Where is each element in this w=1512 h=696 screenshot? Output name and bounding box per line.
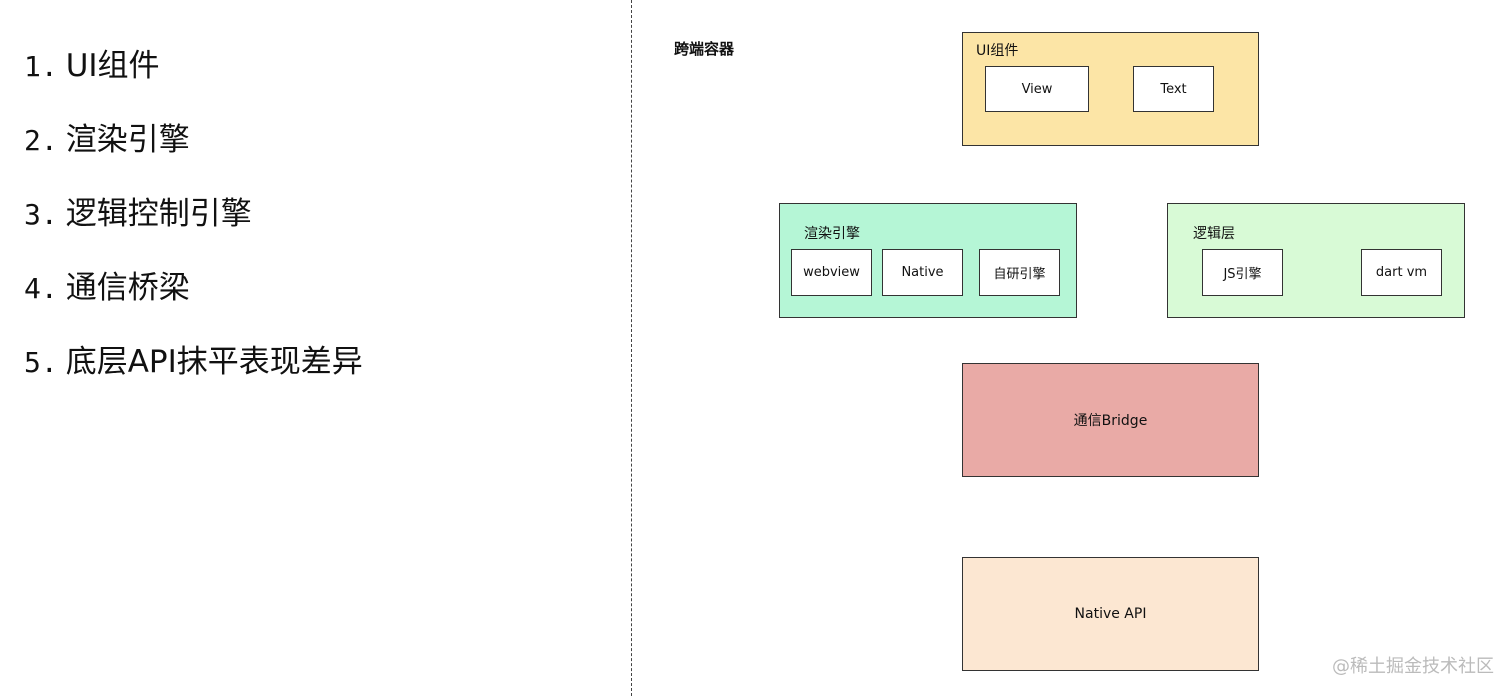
list-number: 5. (24, 346, 58, 379)
render-engine-container: 渲染引擎 webview Native 自研引擎 (779, 203, 1077, 318)
bridge-container: 通信Bridge (962, 363, 1259, 477)
list-item: 4.通信桥梁 (24, 262, 363, 336)
list-number: 2. (24, 124, 58, 157)
list-item: 2.渲染引擎 (24, 114, 363, 188)
list-text: 通信桥梁 (65, 270, 190, 306)
list-number: 4. (24, 272, 58, 305)
native-api-label: Native API (1074, 606, 1147, 622)
view-box: View (985, 66, 1089, 112)
webview-box: webview (791, 249, 872, 296)
list-item: 1.UI组件 (24, 40, 363, 114)
text-box: Text (1133, 66, 1214, 112)
ui-components-container: UI组件 View Text (962, 32, 1259, 146)
bridge-label: 通信Bridge (1073, 413, 1148, 429)
dart-vm-box: dart vm (1361, 249, 1442, 296)
list-number: 3. (24, 198, 58, 231)
logic-layer-container: 逻辑层 JS引擎 dart vm (1167, 203, 1465, 318)
list-item: 3.逻辑控制引擎 (24, 188, 363, 262)
diagram-title: 跨端容器 (674, 40, 735, 58)
feature-list: 1.UI组件 2.渲染引擎 3.逻辑控制引擎 4.通信桥梁 5.底层API抹平表… (24, 40, 363, 410)
dashed-divider (631, 0, 632, 696)
native-api-container: Native API (962, 557, 1259, 671)
js-engine-box: JS引擎 (1202, 249, 1283, 296)
list-item: 5.底层API抹平表现差异 (24, 336, 363, 410)
ui-components-label: UI组件 (976, 43, 1019, 59)
list-number: 1. (24, 50, 58, 83)
render-engine-label: 渲染引擎 (804, 226, 860, 242)
logic-layer-label: 逻辑层 (1193, 226, 1235, 242)
list-text: 逻辑控制引擎 (65, 196, 252, 232)
list-text: UI组件 (65, 48, 160, 84)
native-box: Native (882, 249, 963, 296)
watermark: @稀土掘金技术社区 (1332, 656, 1494, 677)
list-text: 渲染引擎 (65, 122, 190, 158)
list-text: 底层API抹平表现差异 (65, 344, 363, 380)
custom-engine-box: 自研引擎 (979, 249, 1060, 296)
